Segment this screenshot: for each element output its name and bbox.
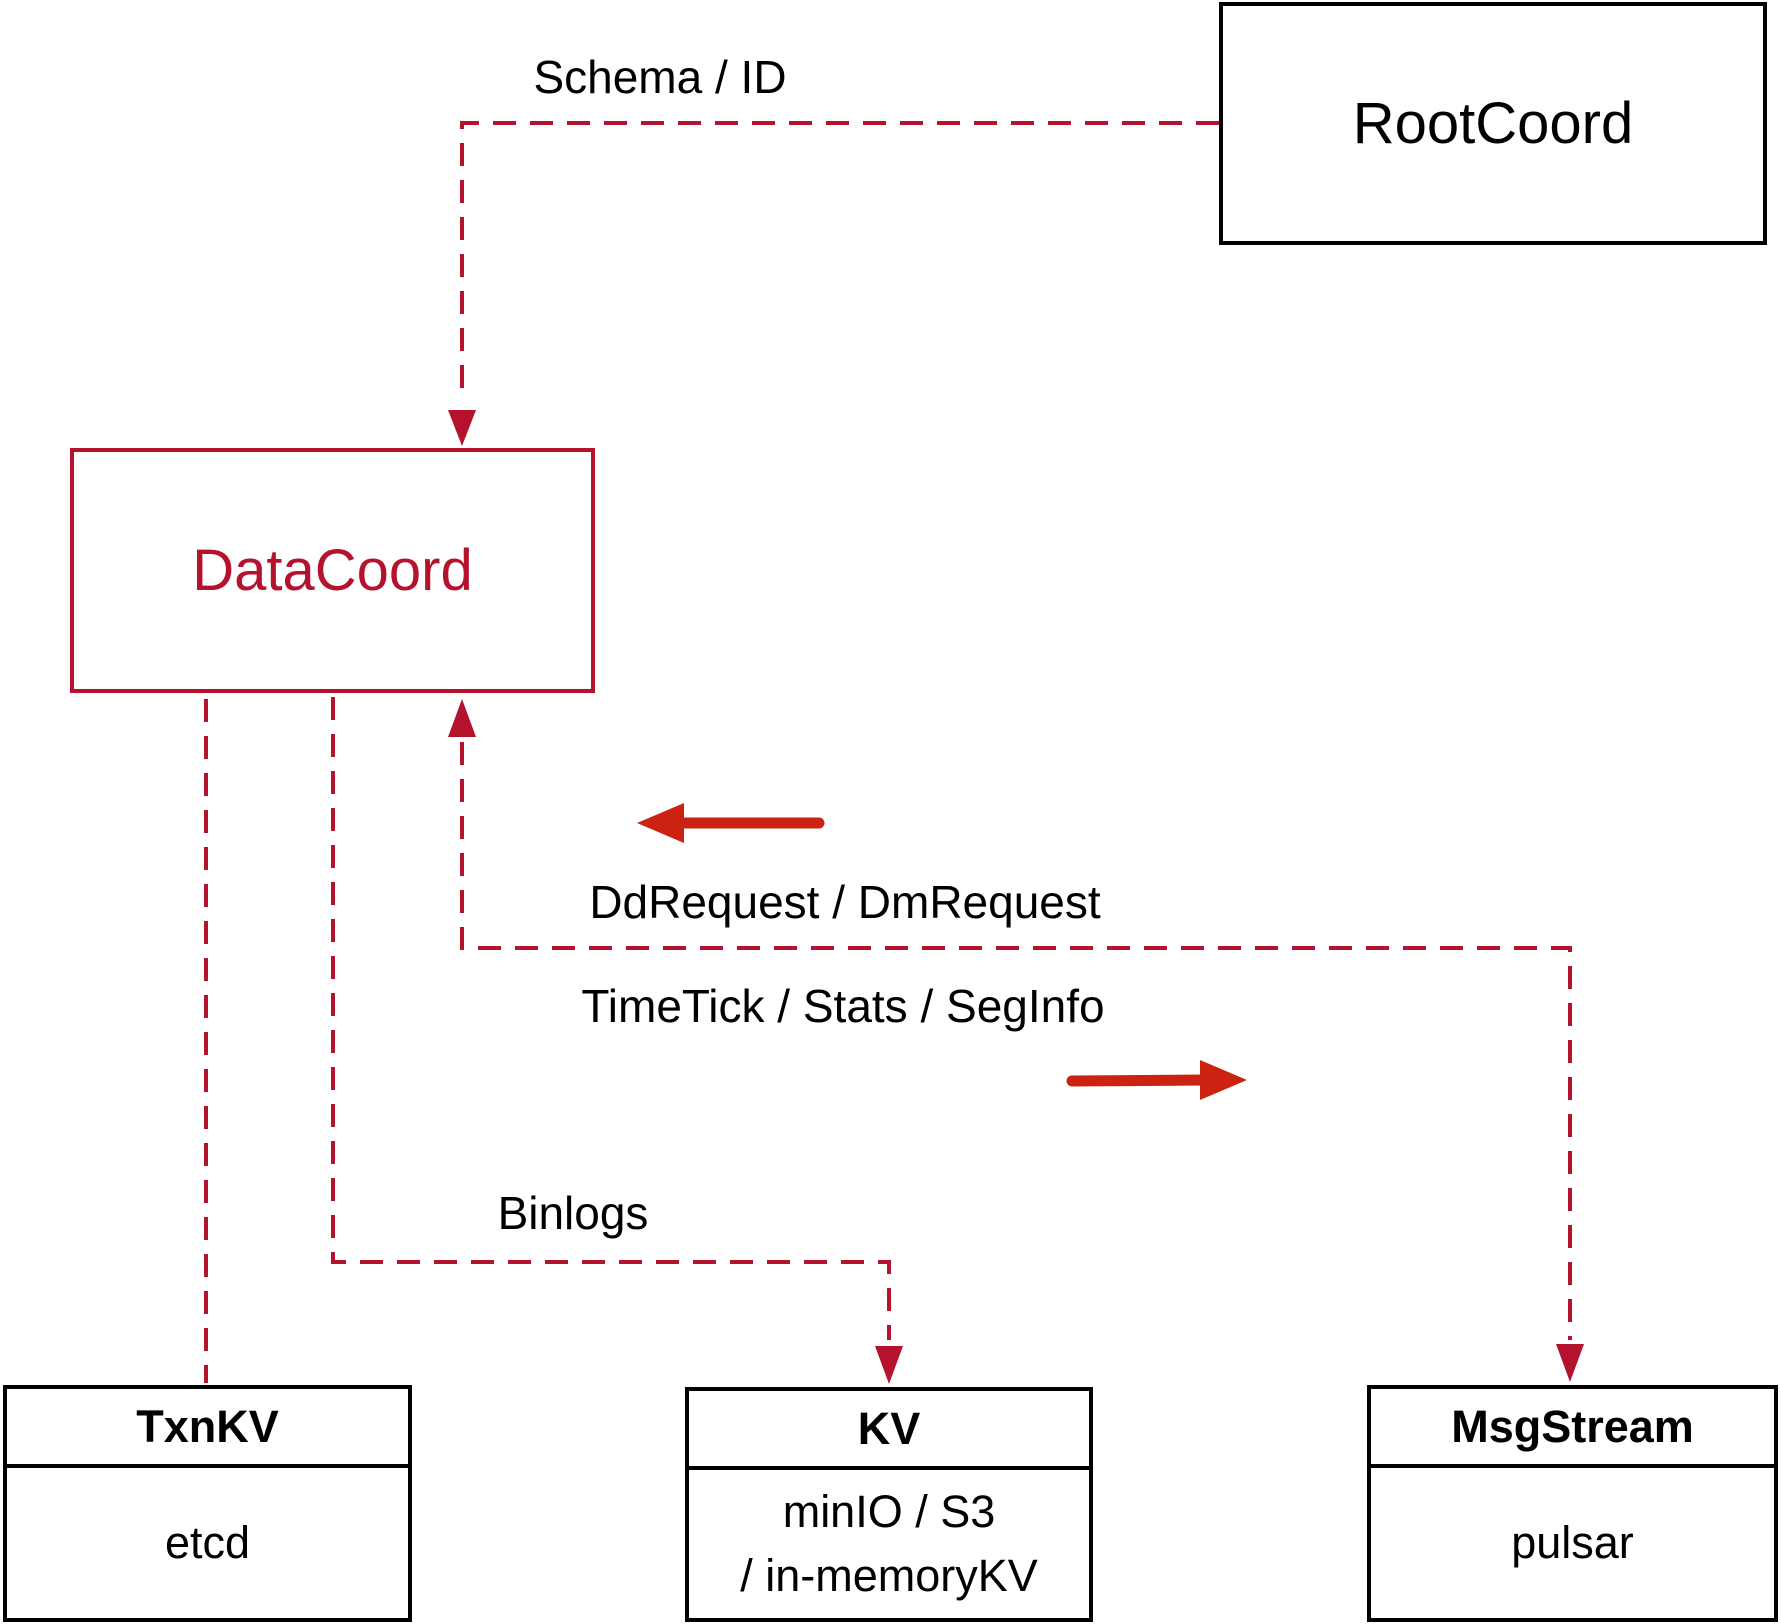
txnkv-header: TxnKV — [7, 1389, 408, 1468]
rootcoord-title: RootCoord — [1352, 91, 1634, 156]
left-direction-arrow-icon — [637, 803, 684, 843]
kv-header: KV — [689, 1391, 1089, 1470]
node-msgstream: MsgStream pulsar — [1367, 1385, 1778, 1622]
right-direction-arrow-icon — [1200, 1060, 1247, 1100]
right-direction-arrow-shaft — [1066, 1074, 1211, 1087]
edge-bus-arrowhead-up-into-datacoord-icon — [448, 699, 476, 737]
edge-datacoord-to-kv-line — [331, 697, 891, 1340]
edge-label-time-tick: TimeTick / Stats / SegInfo — [581, 980, 1105, 1032]
edge-rootcoord-to-datacoord-arrowhead-down-icon — [448, 410, 476, 446]
kv-body-line1: minIO / S3 — [782, 1486, 996, 1537]
edge-label-schema-id: Schema / ID — [533, 51, 787, 103]
edge-label-dd-request: DdRequest / DmRequest — [589, 876, 1101, 928]
node-rootcoord: RootCoord — [1219, 2, 1767, 245]
edge-label-binlogs: Binlogs — [497, 1187, 649, 1239]
edge-rootcoord-to-datacoord-line — [460, 121, 1219, 402]
edge-msgstream-bus-line — [460, 742, 1572, 1340]
node-datacoord: DataCoord — [70, 448, 595, 693]
txnkv-body-label: etcd — [164, 1517, 251, 1568]
node-txnkv: TxnKV etcd — [3, 1385, 412, 1622]
edge-datacoord-to-kv-arrowhead-down-icon — [875, 1346, 903, 1384]
msgstream-header: MsgStream — [1371, 1389, 1774, 1468]
edge-bus-arrowhead-down-into-msgstream-icon — [1556, 1344, 1584, 1382]
node-kv: KV minIO / S3 / in-memoryKV — [685, 1387, 1093, 1622]
datacoord-title: DataCoord — [192, 538, 473, 603]
kv-body-line2: / in-memoryKV — [740, 1550, 1038, 1601]
msgstream-body-label: pulsar — [1511, 1517, 1634, 1568]
